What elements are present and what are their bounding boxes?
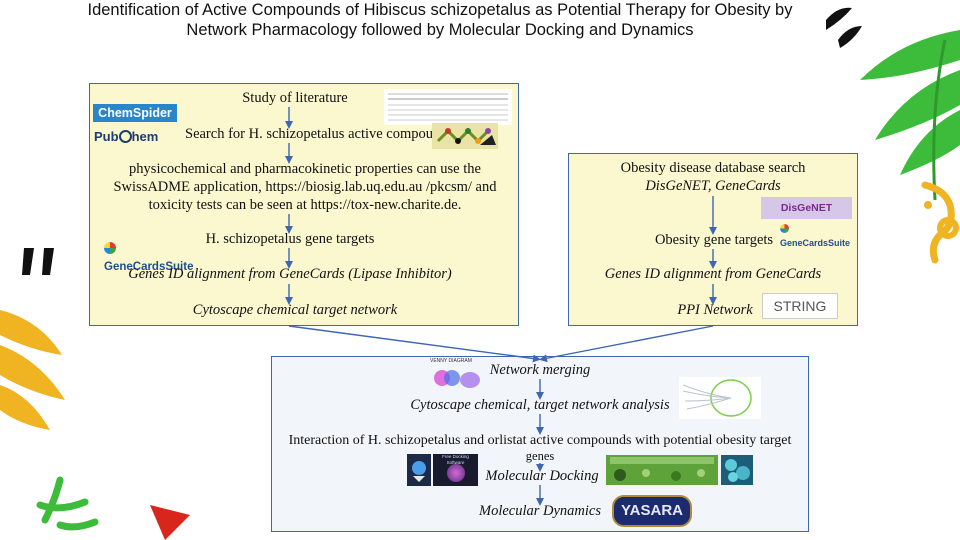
pubchem-c-icon — [118, 130, 132, 143]
left-step-admet-properties: physicochemical and pharmacokinetic prop… — [113, 161, 497, 213]
genecards-dots-icon — [780, 224, 789, 233]
bottom-step-cytoscape-analysis: Cytoscape chemical, target network analy… — [410, 397, 670, 413]
left-step-cytoscape-network: Cytoscape chemical target network — [192, 302, 398, 318]
string-logo: STRING — [762, 293, 838, 319]
quote-mark-decoration — [22, 248, 34, 275]
genecards-logo-left: GeneCardsSuite — [104, 240, 196, 273]
pubchem-logo-text-a: Pub — [94, 129, 119, 144]
venny-logo: VENNY DIAGRAM — [430, 358, 486, 388]
chemspider-logo-text: ChemSpider — [98, 106, 172, 120]
title-line-2: Network Pharmacology followed by Molecul… — [186, 21, 694, 39]
right-step-genes-id-alignment: Genes ID alignment from GeneCards — [604, 266, 822, 282]
bottom-step-network-merging: Network merging — [489, 362, 591, 378]
green-sprig-decoration — [36, 476, 99, 531]
red-triangle-decoration — [150, 505, 190, 540]
quote-mark-decoration — [42, 248, 54, 275]
disgenet-logo-text: DisGeNET — [780, 202, 833, 214]
left-step-gene-targets: H. schizopetalus gene targets — [205, 231, 375, 247]
genecards-logo-text-right: GeneCardsSuite — [780, 238, 851, 248]
literature-table-thumbnail — [384, 89, 512, 125]
right-step-databases: DisGeNET, GeneCards — [645, 178, 781, 194]
yasara-logo-text: YASARA — [621, 502, 683, 519]
merge-arrow-left — [288, 325, 541, 363]
right-step-disease-search: Obesity disease database search — [620, 160, 806, 176]
black-leaf-decoration — [826, 7, 852, 30]
bottom-step-molecular-dynamics: Molecular Dynamics — [478, 503, 601, 519]
network-analysis-image — [679, 377, 761, 419]
bottom-step-interaction-line2: genes — [525, 449, 555, 463]
free-docking-software-image: Free Docking Software — [433, 454, 478, 486]
title-line-1: Identification of Active Compounds of Hi… — [87, 1, 793, 19]
pubchem-logo-text-b: hem — [131, 129, 159, 144]
bottom-step-interaction-line1: Interaction of H. schizopetalus and orli… — [288, 433, 792, 448]
left-step-literature: Study of literature — [242, 90, 348, 106]
free-docking-software-text: Free Docking Software — [442, 454, 469, 465]
compounds-molecule-image — [432, 123, 498, 149]
left-step-genes-id-alignment: Genes ID alignment from GeneCards (Lipas… — [128, 266, 452, 282]
yasara-logo: YASARA — [612, 495, 692, 527]
genecards-logo-text-left: GeneCardsSuite — [104, 261, 194, 273]
venn-diagram-icon — [444, 370, 460, 386]
venny-logo-text: VENNY DIAGRAM — [430, 358, 472, 364]
green-leaf-decoration — [860, 30, 960, 201]
docking-software-icon — [407, 454, 431, 486]
virtual-screening-image — [606, 455, 718, 485]
right-step-ppi-network: PPI Network — [677, 302, 753, 318]
yellow-leaf-decoration — [0, 310, 65, 430]
merge-arrow-right — [539, 325, 714, 363]
page-title: Identification of Active Compounds of Hi… — [0, 0, 880, 40]
black-leaf-decoration — [838, 26, 862, 48]
left-step-search-compounds: Search for H. schizopetalus active compo… — [185, 126, 454, 142]
genecards-logo-right: GeneCardsSuite — [780, 222, 852, 248]
protein-structure-icon — [447, 464, 465, 482]
right-step-obesity-gene-targets: Obesity gene targets — [654, 232, 774, 248]
genecards-dots-icon — [104, 242, 116, 254]
yellow-squiggle-decoration — [921, 181, 959, 264]
disgenet-logo: DisGeNET — [761, 197, 852, 219]
protein-surface-image — [721, 455, 753, 485]
chemspider-logo: ChemSpider — [93, 104, 177, 122]
string-logo-text: STRING — [773, 298, 827, 314]
bottom-step-molecular-docking: Molecular Docking — [485, 468, 599, 484]
venn-diagram-icon — [460, 372, 480, 388]
